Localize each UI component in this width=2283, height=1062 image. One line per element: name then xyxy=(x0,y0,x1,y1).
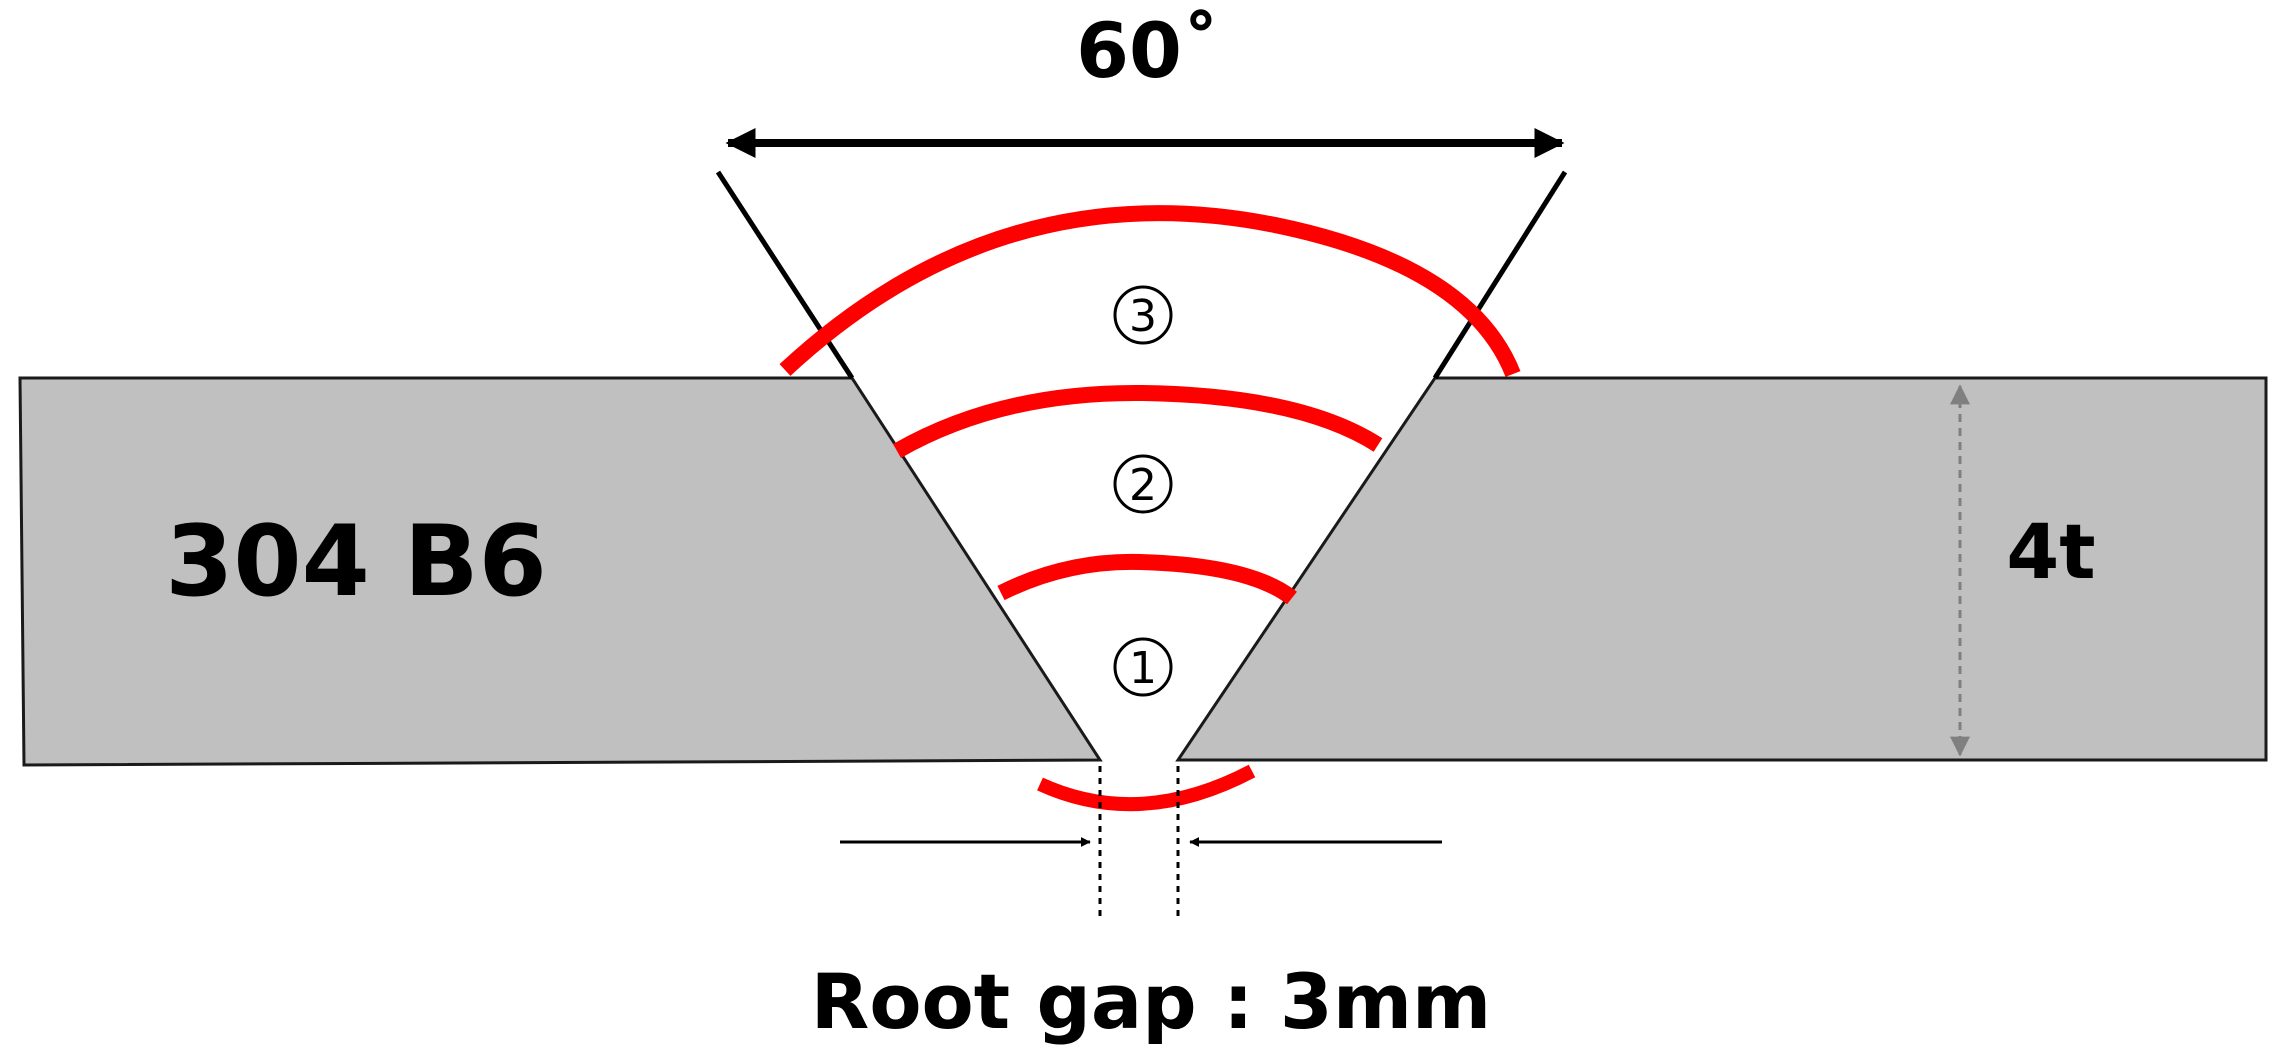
pass-2-marker: 2 xyxy=(1113,454,1173,514)
root-pass-bead xyxy=(997,553,1297,605)
material-label: 304 B6 xyxy=(165,505,547,619)
fill-pass-bead xyxy=(893,384,1383,458)
thickness-label: 4t xyxy=(2006,507,2095,596)
right-plate xyxy=(1175,376,2268,762)
back-bead xyxy=(1037,764,1256,812)
pass-2-label: 2 xyxy=(1129,460,1157,511)
pass-3-marker: 3 xyxy=(1113,285,1173,345)
root-gap-label: Root gap : 3mm xyxy=(811,957,1491,1046)
pass-1-label: 1 xyxy=(1129,643,1157,694)
cap-pass-bead xyxy=(779,205,1521,378)
left-plate xyxy=(18,376,1103,767)
pass-3-label: 3 xyxy=(1129,291,1157,342)
left-bevel-line xyxy=(715,170,855,380)
pass-1-marker: 1 xyxy=(1113,637,1173,697)
right-bevel-line xyxy=(1432,170,1568,380)
angle-label: 60˚ xyxy=(1076,6,1220,95)
